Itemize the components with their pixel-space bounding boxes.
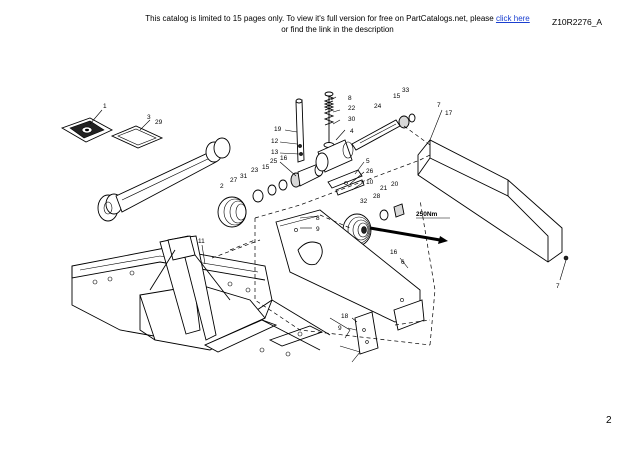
callout-28: 28	[373, 193, 381, 200]
diagram-code: Z10R2276_A	[552, 17, 603, 27]
callout-27: 27	[230, 177, 238, 184]
guard-plate	[275, 209, 425, 331]
callout-16: 16	[280, 155, 288, 162]
cover-part-17	[417, 139, 569, 263]
assembly-outline	[211, 125, 436, 346]
main-frame	[71, 235, 361, 363]
callout-1: 1	[103, 103, 107, 110]
pto-shaft	[97, 137, 231, 222]
torque-arrow: 250Nm	[369, 211, 450, 244]
callout-10: 10	[366, 179, 374, 186]
bracket-part-5	[327, 169, 365, 196]
callout-32: 32	[360, 198, 368, 205]
click-here-link[interactable]: click here	[495, 14, 530, 23]
callout-9b: 9	[338, 325, 342, 332]
callout-13: 13	[271, 149, 279, 156]
callout-6: 6	[401, 259, 405, 266]
callout-23: 23	[251, 167, 259, 174]
callout-11: 11	[198, 238, 205, 245]
callout-30: 30	[348, 116, 356, 123]
decal-part-1	[60, 117, 114, 143]
notice-text: This catalog is limited to 15 pages only…	[145, 14, 496, 23]
callout-8: 8	[348, 95, 352, 102]
callout-25: 25	[270, 158, 278, 165]
callout-labels: 1 3 29 8 22 30 4 19 12 13 25 15 16 23 31…	[103, 87, 560, 332]
callout-21: 21	[380, 185, 388, 192]
plate-part-18	[354, 311, 379, 355]
callout-16b: 16	[390, 249, 398, 256]
callout-8b: 8	[316, 215, 320, 222]
rod-part-19	[295, 98, 305, 163]
callout-12: 12	[271, 138, 279, 145]
callout-18: 18	[341, 313, 349, 320]
callout-24: 24	[374, 103, 382, 110]
callout-22: 22	[348, 105, 356, 112]
washer-part-23	[278, 179, 288, 191]
callout-31: 31	[240, 173, 248, 180]
shaft-part-24	[351, 113, 416, 151]
washer-part-28	[379, 209, 389, 221]
callout-20: 20	[391, 181, 399, 188]
callout-4: 4	[350, 128, 354, 135]
decal-part-3	[110, 125, 164, 149]
callout-2: 2	[220, 183, 224, 190]
callout-7b: 7	[556, 283, 560, 290]
callout-5: 5	[366, 158, 370, 165]
callout-9: 9	[316, 226, 320, 233]
callout-7: 7	[437, 102, 441, 109]
callout-3: 3	[147, 114, 151, 121]
spring-part-30	[323, 91, 335, 148]
page-number: 2	[606, 415, 612, 426]
callout-15b: 15	[393, 93, 401, 100]
callout-17: 17	[445, 110, 453, 117]
ring-part-31	[267, 184, 277, 196]
torque-value: 250Nm	[416, 211, 438, 218]
leader-lines	[89, 96, 567, 331]
callout-15: 15	[262, 164, 270, 171]
nut-part-20	[393, 203, 405, 218]
catalog-limit-notice: This catalog is limited to 15 pages only…	[140, 13, 535, 35]
callout-29: 29	[155, 119, 163, 126]
ring-part-27	[252, 189, 264, 203]
callout-26: 26	[366, 168, 374, 175]
callout-19: 19	[274, 126, 282, 133]
callout-33: 33	[402, 87, 410, 94]
pulley-part-2	[217, 196, 247, 228]
notice-text-line2: or find the link in the description	[281, 25, 394, 34]
housing-part-4	[315, 139, 354, 173]
